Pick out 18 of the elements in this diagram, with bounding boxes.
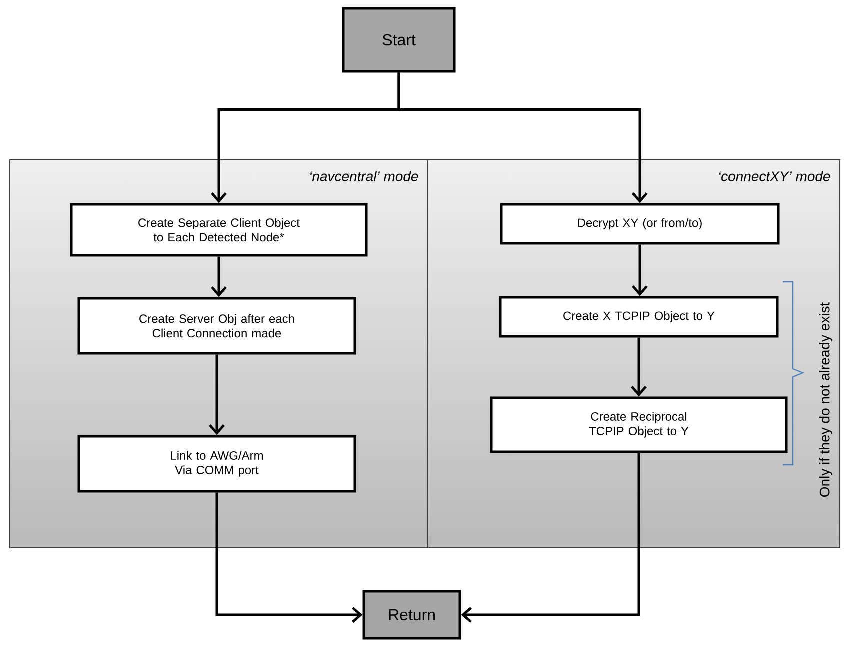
arrow bbox=[461, 453, 640, 623]
arrow bbox=[632, 244, 648, 296]
panel-heading: ‘connectXY’ mode bbox=[719, 171, 830, 182]
process-box: Link to AWG/Arm Via COMM port bbox=[78, 435, 356, 493]
process-box: Create Reciprocal TCPIP Object to Y bbox=[490, 396, 788, 454]
terminal-box: Return bbox=[362, 590, 462, 640]
process-box: Create X TCPIP Object to Y bbox=[499, 296, 779, 338]
panel-heading: ‘navcentral’ mode bbox=[310, 171, 418, 182]
arrow bbox=[209, 354, 225, 436]
arrow bbox=[631, 338, 647, 397]
terminal-box: Start bbox=[342, 7, 456, 73]
arrow bbox=[398, 72, 648, 204]
process-box: Create Separate Client Object to Each Detected Node* bbox=[70, 203, 368, 257]
side-note: Only if they do not already exist bbox=[819, 302, 833, 497]
process-box: Decrypt XY (or from/to) bbox=[500, 203, 780, 245]
arrow bbox=[211, 256, 227, 298]
arrow bbox=[216, 492, 363, 623]
process-box: Create Server Obj after each Client Connection made bbox=[78, 297, 356, 355]
